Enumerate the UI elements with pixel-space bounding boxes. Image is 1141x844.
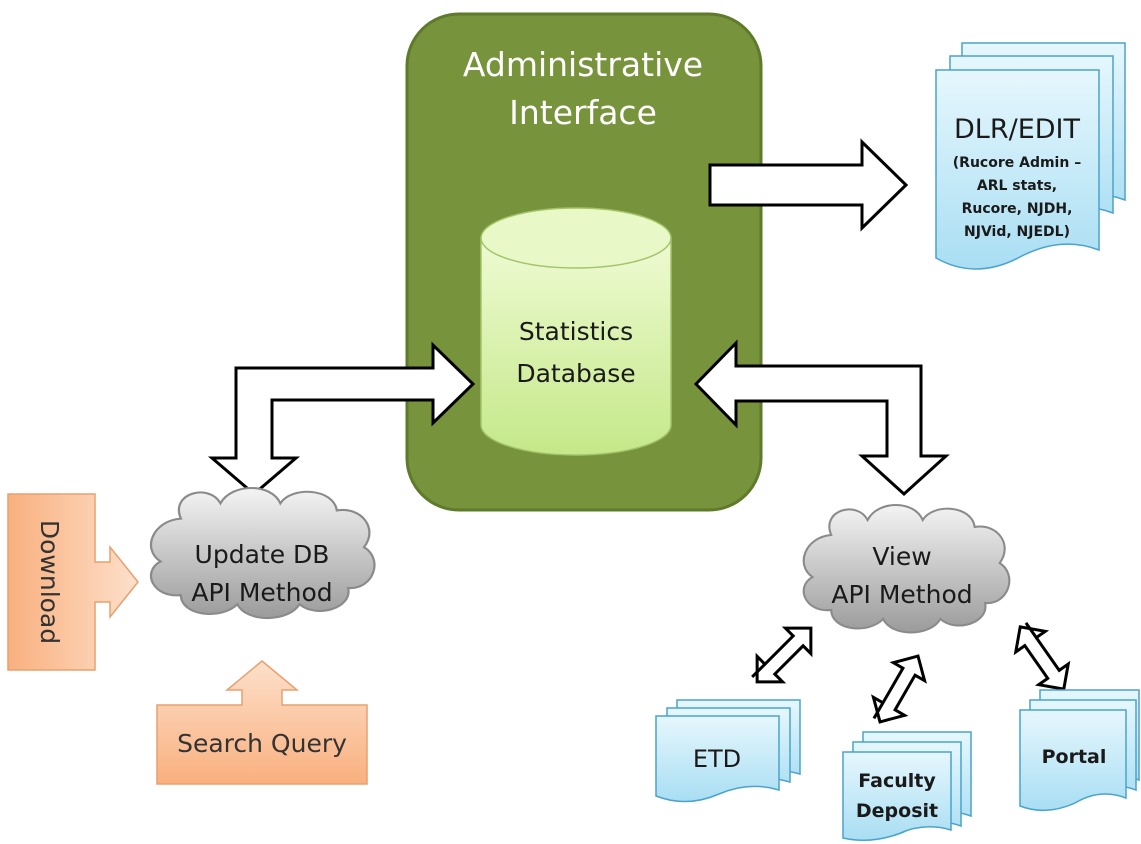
download-label: Download <box>35 520 64 644</box>
portal-document-icon <box>1019 689 1140 812</box>
dlr-edit-document-icon <box>935 42 1126 270</box>
search-query-box <box>156 660 368 785</box>
admin-title-line1: Administrative <box>463 45 703 84</box>
update-db-label-line1: Update DB <box>195 540 330 569</box>
admin-title-line2: Interface <box>509 93 657 132</box>
dlr-edit-sub-line4: NJVid, NJEDL) <box>964 224 1070 240</box>
dlr-edit-title: DLR/EDIT <box>954 114 1081 145</box>
dlr-edit-sub-line1: (Rucore Admin – <box>953 155 1081 171</box>
database-label-line2: Database <box>516 359 635 388</box>
faculty-deposit-document-icon <box>842 731 972 841</box>
view-api-label-line1: View <box>872 542 931 571</box>
statistics-database-icon <box>480 207 672 456</box>
download-box <box>7 493 139 671</box>
search-query-label: Search Query <box>177 729 347 758</box>
arrow-view-portal <box>1013 621 1071 691</box>
arrow-view-faculty <box>871 654 927 724</box>
arrow-update-db-database <box>207 341 476 496</box>
dlr-edit-sub-line2: ARL stats, <box>977 178 1057 194</box>
etd-document-icon <box>655 699 801 803</box>
database-label-line1: Statistics <box>519 317 633 346</box>
arrow-view-etd <box>751 626 813 684</box>
dlr-edit-sub-line3: Rucore, NJDH, <box>962 201 1073 217</box>
arrow-database-view-api <box>693 339 950 497</box>
faculty-label-line1: Faculty <box>858 770 936 792</box>
arrow-to-dlr <box>708 138 909 232</box>
faculty-label-line2: Deposit <box>856 800 938 822</box>
update-db-label-line2: API Method <box>191 578 332 607</box>
etd-label: ETD <box>693 745 741 773</box>
portal-label: Portal <box>1042 746 1107 768</box>
view-api-label-line2: API Method <box>831 580 972 609</box>
